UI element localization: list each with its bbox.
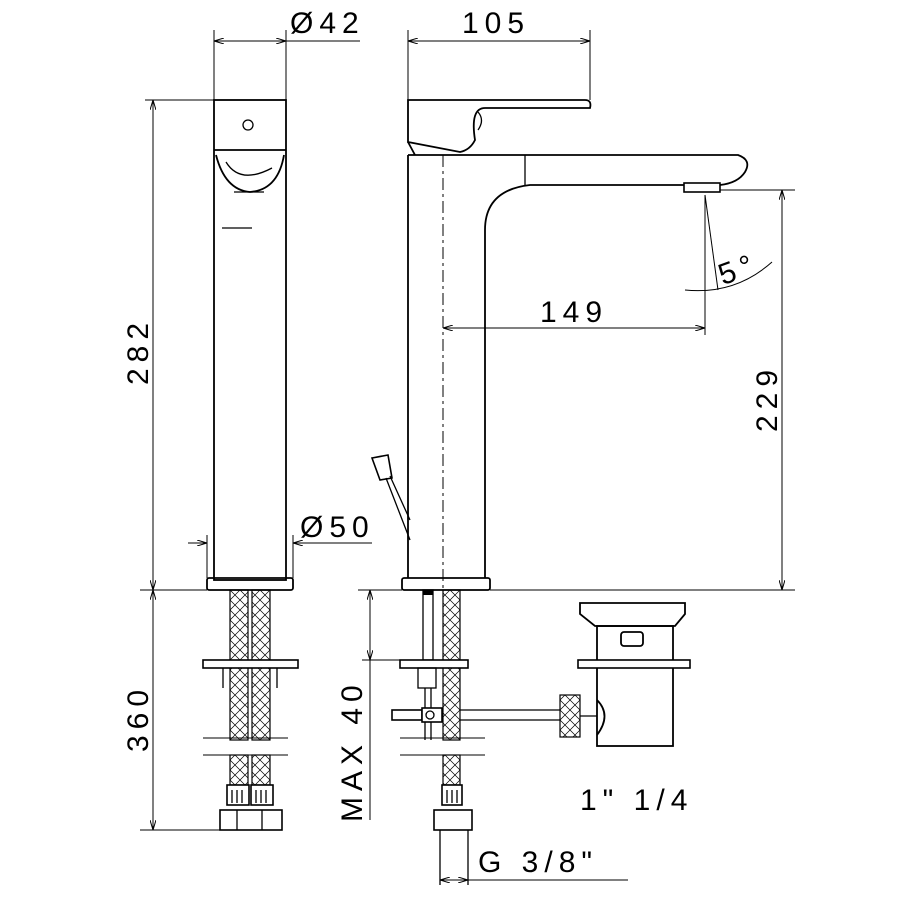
side-fixing-plate [399,659,469,669]
side-aerator [683,182,721,193]
front-fixing-plate [202,659,299,669]
dim-waste-thread: 1" 1/4 [580,784,693,817]
popup-knob [370,454,393,481]
front-base-plate [206,577,294,591]
dim-hose-thread: G 3/8" [478,846,598,879]
front-view [202,99,299,831]
drain-knob [559,694,581,738]
front-body [213,99,287,581]
dim-lever-length: 105 [462,7,530,40]
side-hose-nut [433,809,473,831]
handle-screw [242,119,254,131]
drain-body [596,625,674,747]
side-view [370,99,749,885]
dim-max-deck: MAX 40 [336,679,369,822]
front-aerator-outline [215,154,285,193]
dim-base-diameter: Ø50 [300,511,375,544]
drain-flange [579,602,686,627]
front-dimensions: Ø42 Ø50 282 360 [122,7,375,831]
pullrod-clamp [391,709,423,721]
side-body [407,155,486,578]
dim-spout-height: 229 [751,364,784,432]
side-spout [408,154,749,231]
side-dimensions: 105 149 5° 229 MAX 40 1" 1/4 G 3/8" [336,7,795,880]
dim-total-height: 282 [122,317,155,385]
dim-hose-length: 360 [122,684,155,752]
waste-drain [460,602,691,747]
side-base-plate [401,577,491,591]
dim-top-diameter: Ø42 [290,7,365,40]
dim-spout-angle: 5° [714,247,764,292]
side-lever [407,99,592,153]
dim-spout-reach: 149 [540,296,608,329]
front-hose-nuts [219,809,283,831]
